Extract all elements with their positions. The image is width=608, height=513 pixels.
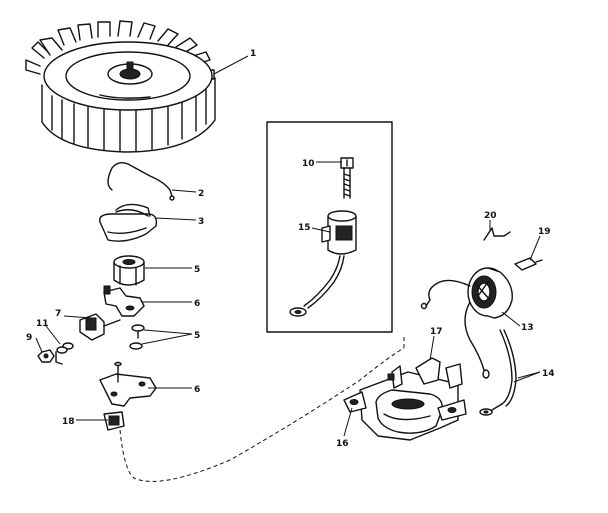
callout-1: 1 — [250, 49, 256, 59]
callout-16: 16 — [336, 439, 349, 449]
callout-20: 20 — [484, 211, 497, 221]
condenser-inset — [266, 121, 393, 333]
small-plate — [514, 257, 543, 271]
callout-11: 11 — [36, 319, 49, 329]
lead-wire — [479, 329, 517, 416]
armature-bracket — [343, 357, 467, 441]
wire-path — [119, 347, 405, 482]
shield-piece — [99, 203, 158, 242]
small-clip — [103, 411, 125, 431]
base-plate — [99, 361, 157, 407]
callout-7: 7 — [55, 309, 61, 319]
points-assembly — [37, 313, 121, 365]
callout-9: 9 — [26, 333, 32, 343]
callout-6-lower: 6 — [194, 385, 200, 395]
callout-10: 10 — [302, 159, 315, 169]
cam-sleeve — [113, 255, 145, 286]
leader-lines — [35, 55, 541, 437]
ignition-coil — [420, 267, 513, 379]
callout-15: 15 — [298, 223, 311, 233]
screw-washer — [129, 324, 145, 350]
callout-13: 13 — [521, 323, 534, 333]
callout-17: 17 — [430, 327, 443, 337]
callout-6-upper: 6 — [194, 299, 200, 309]
callout-labels: 1 2 3 5 6 5 6 7 11 9 18 10 15 20 19 13 1… — [26, 49, 555, 449]
callout-19: 19 — [538, 227, 551, 237]
callout-3: 3 — [198, 217, 204, 227]
wire-clip — [483, 227, 511, 241]
callout-18: 18 — [62, 417, 75, 427]
callout-14: 14 — [542, 369, 555, 379]
callout-5-upper: 5 — [194, 265, 200, 275]
flywheel — [25, 20, 216, 153]
spring-clip — [107, 161, 175, 201]
callout-5-lower: 5 — [194, 331, 200, 341]
bracket-upper — [103, 285, 145, 317]
callout-2: 2 — [198, 189, 204, 199]
